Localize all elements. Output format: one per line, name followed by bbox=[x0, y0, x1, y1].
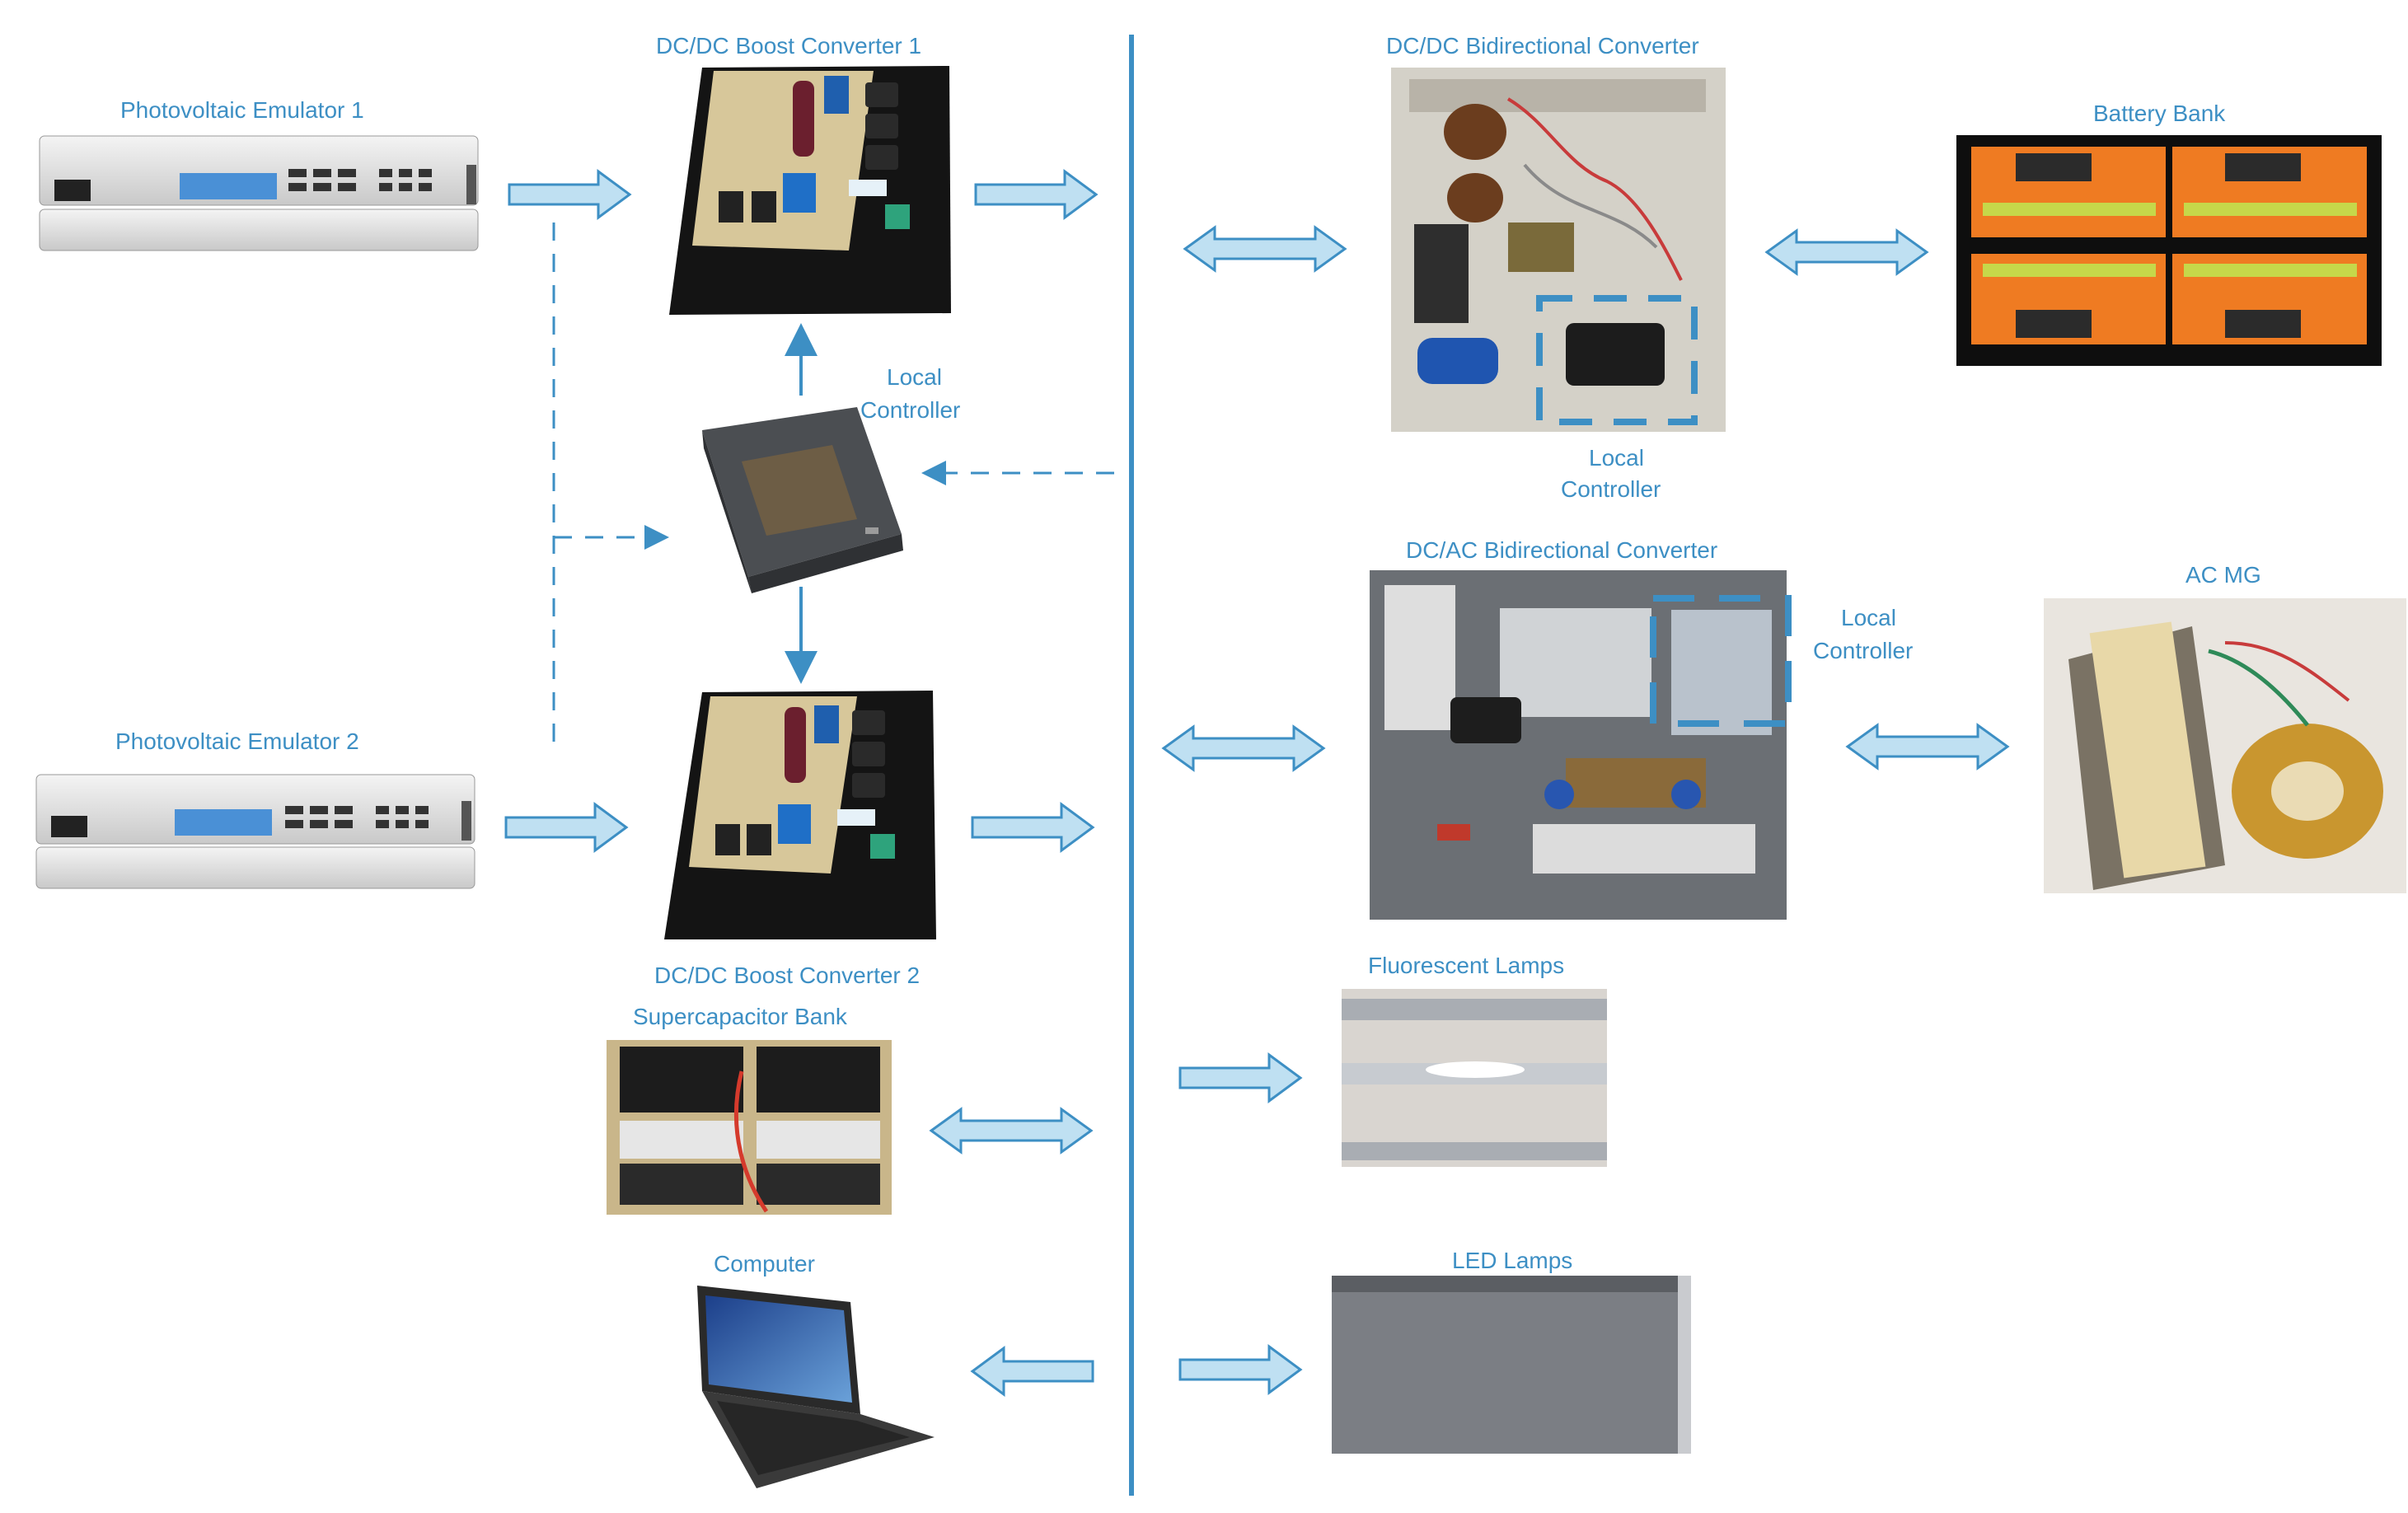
label-fluorescent-lamps: Fluorescent Lamps bbox=[1368, 953, 1565, 978]
pv-emulator-2-image bbox=[35, 774, 476, 889]
arrow-boost1-to-bus bbox=[974, 169, 1099, 220]
computer-laptop-image bbox=[697, 1286, 935, 1488]
label-supercapacitor-bank: Supercapacitor Bank bbox=[633, 1004, 847, 1029]
arrow-bus-to-computer bbox=[970, 1346, 1094, 1397]
label-computer: Computer bbox=[714, 1251, 815, 1276]
arrow-pv1-to-boost1 bbox=[508, 169, 632, 220]
arrow-supercap-bus bbox=[929, 1107, 1094, 1155]
arrow-bus-to-fluorescent bbox=[1178, 1052, 1303, 1103]
label-pv-emulator-2: Photovoltaic Emulator 2 bbox=[115, 728, 359, 754]
label-battery-bank: Battery Bank bbox=[2093, 101, 2226, 126]
arrow-pv2-to-boost2 bbox=[504, 802, 629, 853]
arrow-bus-dcdc-bidirectional bbox=[1183, 225, 1347, 273]
arrow-bus-dcac-bidirectional bbox=[1161, 724, 1326, 772]
label-local-controller-dcac-line1: Local bbox=[1841, 605, 1896, 630]
supercapacitor-bank-image bbox=[607, 1040, 892, 1215]
dcdc-bidirectional-image bbox=[1391, 68, 1726, 432]
label-dcac-bidirectional: DC/AC Bidirectional Converter bbox=[1406, 537, 1718, 563]
label-boost-converter-2: DC/DC Boost Converter 2 bbox=[654, 963, 921, 988]
led-lamps-image bbox=[1332, 1276, 1691, 1454]
dcac-bidirectional-image bbox=[1370, 570, 1792, 920]
local-controller-device-image bbox=[702, 407, 903, 593]
arrow-dcdc-battery bbox=[1764, 228, 1929, 276]
label-boost-converter-1: DC/DC Boost Converter 1 bbox=[656, 33, 922, 59]
label-pv-emulator-1: Photovoltaic Emulator 1 bbox=[120, 97, 364, 123]
ac-mg-image bbox=[2044, 598, 2406, 893]
boost-converter-2-image bbox=[664, 691, 936, 939]
pv-emulator-1-image bbox=[39, 135, 479, 251]
arrow-bus-to-led bbox=[1178, 1344, 1303, 1395]
label-dcdc-bidirectional: DC/DC Bidirectional Converter bbox=[1386, 33, 1699, 59]
label-ac-mg: AC MG bbox=[2185, 562, 2261, 588]
label-local-controller-center-line2: Controller bbox=[860, 397, 961, 423]
arrow-boost2-to-bus bbox=[971, 802, 1095, 853]
fluorescent-lamps-image bbox=[1342, 989, 1607, 1167]
label-local-controller-dcac-line2: Controller bbox=[1813, 638, 1914, 663]
boost-converter-1-image bbox=[669, 66, 951, 315]
label-led-lamps: LED Lamps bbox=[1452, 1248, 1573, 1273]
label-local-controller-dcdc-line1: Local bbox=[1589, 445, 1644, 471]
arrow-dcac-acmg bbox=[1845, 723, 2010, 771]
label-local-controller-dcdc-line2: Controller bbox=[1561, 476, 1661, 502]
battery-bank-image bbox=[1956, 135, 2382, 366]
label-local-controller-center-line1: Local bbox=[887, 364, 942, 390]
